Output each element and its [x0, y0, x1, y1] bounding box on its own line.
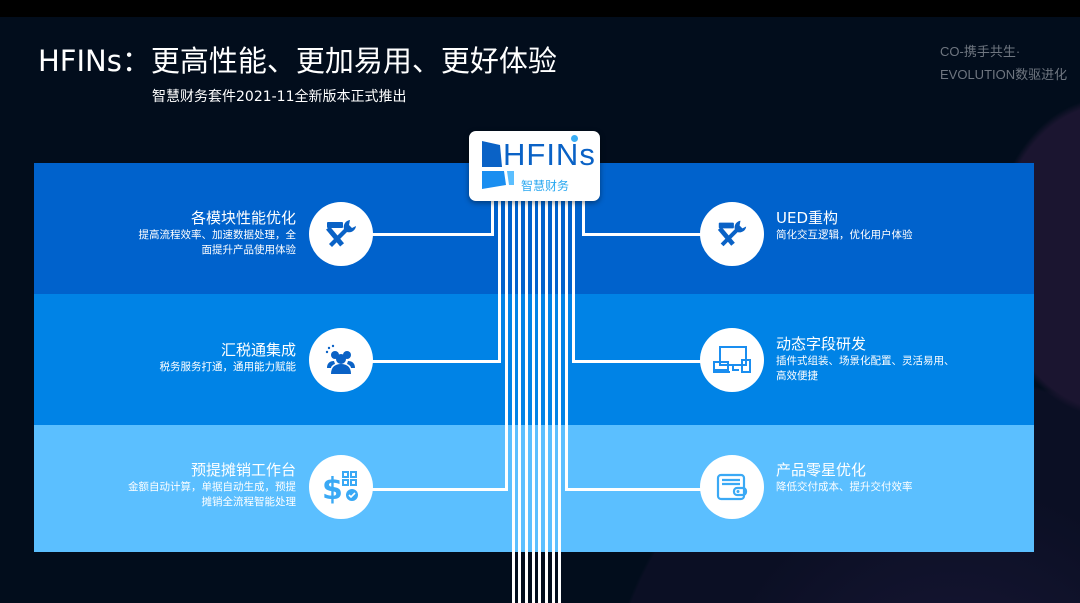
feature-desc: 提高流程效率、加速数据处理，全	[138, 229, 297, 241]
feature-desc: 面提升产品使用体验	[201, 244, 297, 256]
connector-line	[518, 200, 521, 603]
wallet-icon	[700, 455, 764, 519]
page-subtitle: 智慧财务套件2021-11全新版本正式推出	[152, 89, 407, 105]
connector-line	[565, 488, 710, 491]
connector-line	[582, 200, 585, 236]
logo-mark-icon	[482, 141, 514, 189]
slogan-line: EVOLUTION数驱进化	[940, 67, 1068, 82]
page-title: HFINs：更高性能、更加易用、更好体验	[38, 44, 557, 78]
connector-line	[565, 200, 568, 491]
feature-left-1: 各模块性能优化 提高流程效率、加速数据处理，全 面提升产品使用体验	[139, 208, 297, 258]
feature-title: UED重构	[776, 209, 839, 227]
feature-title: 产品零星优化	[776, 461, 867, 479]
logo-dot	[571, 135, 578, 142]
connector-line	[545, 200, 548, 603]
feature-desc: 简化交互逻辑，优化用户体验	[776, 229, 913, 241]
connector-line	[572, 360, 710, 363]
feature-title: 各模块性能优化	[190, 209, 296, 227]
feature-title: 动态字段研发	[776, 335, 867, 353]
connector-line	[498, 200, 501, 363]
connector-line	[370, 233, 491, 236]
feature-desc: 摊销全流程智能处理	[201, 496, 297, 508]
svg-text:$: $	[322, 472, 343, 505]
users-group-icon	[309, 328, 373, 392]
feature-desc: 税务服务打通，通用能力赋能	[159, 361, 297, 373]
connector-line	[505, 200, 508, 491]
connector-line	[525, 200, 528, 603]
logo-subtext: 智慧财务	[521, 179, 570, 193]
tools-icon	[700, 202, 764, 266]
connector-line	[532, 200, 535, 603]
feature-title: 预提摊销工作台	[190, 461, 296, 479]
connector-line	[370, 488, 505, 491]
connector-line	[572, 200, 575, 363]
feature-desc: 高效便捷	[776, 370, 818, 382]
feature-title: 汇税通集成	[220, 341, 296, 359]
connector-line	[582, 233, 710, 236]
connector-line	[491, 200, 494, 236]
connector-line	[512, 200, 515, 603]
slogan-line: CO-携手共生·	[940, 44, 1021, 59]
feature-desc: 金额自动计算，单据自动生成，预提	[128, 481, 296, 493]
connector-line	[538, 200, 541, 603]
connector-line	[552, 200, 555, 603]
hfins-logo: HFINs 智慧财务	[469, 131, 600, 201]
tools-icon	[309, 202, 373, 266]
feature-desc: 降低交付成本、提升交付效率	[776, 481, 913, 493]
logo-text: HFINs	[503, 137, 596, 172]
dollar-grid-icon: $	[309, 455, 373, 519]
feature-left-3: 预提摊销工作台 金额自动计算，单据自动生成，预提 摊销全流程智能处理	[128, 460, 296, 510]
feature-right-1: UED重构 简化交互逻辑，优化用户体验	[776, 208, 913, 243]
feature-left-2: 汇税通集成 税务服务打通，通用能力赋能	[160, 340, 297, 375]
feature-desc: 插件式组装、场景化配置、灵活易用、	[776, 355, 955, 367]
feature-right-3: 产品零星优化 降低交付成本、提升交付效率	[776, 460, 913, 495]
connector-line	[558, 200, 561, 603]
corner-slogan: CO-携手共生· EVOLUTION数驱进化	[940, 40, 1067, 86]
connector-line	[370, 360, 498, 363]
devices-icon	[700, 328, 764, 392]
feature-right-2: 动态字段研发 插件式组装、场景化配置、灵活易用、 高效便捷	[776, 334, 955, 384]
